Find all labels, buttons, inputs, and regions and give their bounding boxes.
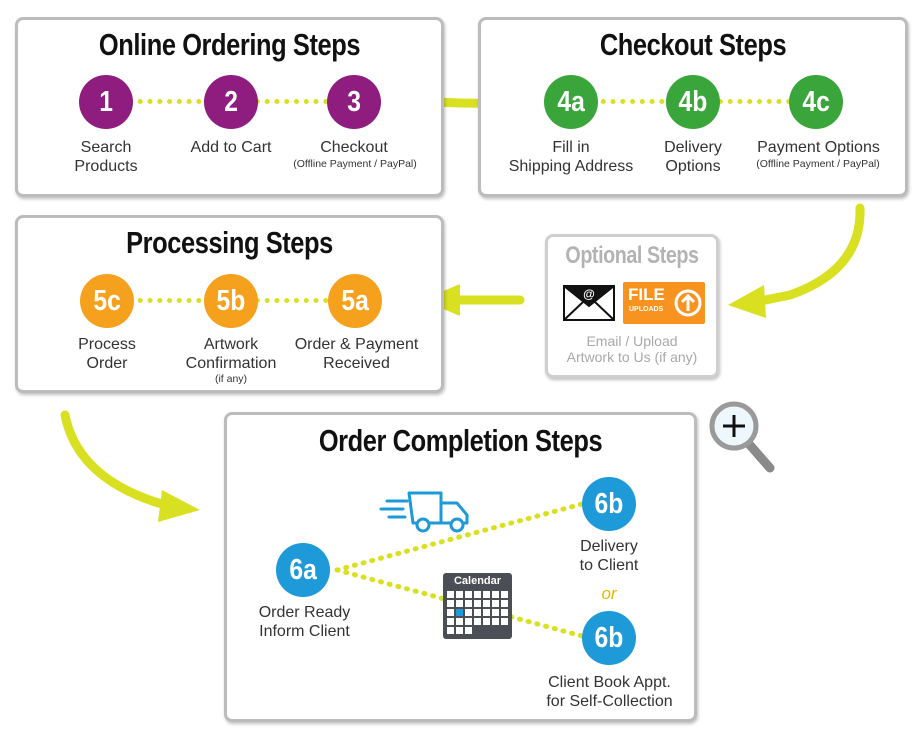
step-2-label: Add to Cart [190, 139, 272, 156]
upload-arrow-icon [674, 289, 702, 317]
step-6b-delivery-circle: 6b [582, 477, 636, 531]
email-at-symbol: @ [583, 287, 595, 301]
step-5a-label: Order & Payment Received [294, 336, 419, 372]
step-6b-delivery-label: Delivery to Client [579, 538, 639, 574]
online-ordering-title: Online Ordering Steps [98, 27, 361, 62]
step-4c-note: (Offline Payment / PayPal) [756, 158, 880, 170]
file-upload-icon: FILE UPLOADS [623, 282, 705, 324]
or-label: or [601, 584, 617, 603]
delivery-truck-icon [379, 487, 474, 535]
step-3-note: (Offline Payment / PayPal) [293, 158, 417, 170]
completion-box: Order Completion Steps Calendar [224, 412, 697, 722]
arrow-checkout-to-optional [728, 203, 865, 318]
step-6b-collection-circle: 6b [582, 611, 636, 665]
optional-label: Email / Upload Artwork to Us (if any) [566, 333, 698, 365]
step-6a-circle: 6a [276, 543, 330, 597]
calendar-icon: Calendar [443, 573, 512, 639]
step-4b-circle: 4b [666, 75, 720, 129]
calendar-grid [447, 591, 508, 634]
optional-title: Optional Steps [565, 242, 699, 269]
completion-title: Order Completion Steps [318, 423, 603, 458]
step-3-circle: 3 [327, 75, 381, 129]
step-6b-collection-label: Client Book Appt. for Self-Collection [546, 674, 673, 710]
step-4a-label: Fill in Shipping Address [508, 139, 634, 175]
step-6a-label: Order Ready Inform Client [258, 604, 351, 640]
file-badge-main: FILE [628, 285, 665, 304]
checkout-box: Checkout Steps 4a 4b 4c Fill in Shipping… [478, 17, 908, 197]
step-5b-label: Artwork Confirmation [185, 336, 277, 372]
processing-title: Processing Steps [126, 225, 333, 260]
file-badge-sub: UPLOADS [629, 306, 664, 313]
step-1-label: Search Products [74, 139, 138, 175]
step-4b-label: Delivery Options [664, 139, 722, 175]
step-2-circle: 2 [204, 75, 258, 129]
checkout-title: Checkout Steps [599, 27, 787, 62]
step-4c-label: Payment Options [757, 139, 880, 156]
arrow-processing-to-completion [60, 410, 200, 522]
step-3-label: Checkout [320, 139, 388, 156]
optional-box: Optional Steps @ FILE UPLOADS Email / Up… [545, 234, 719, 378]
calendar-label: Calendar [453, 575, 502, 587]
magnifier-plus-icon[interactable] [706, 398, 778, 476]
step-5a-circle: 5a [328, 274, 382, 328]
step-4c-circle: 4c [789, 75, 843, 129]
step-4a-circle: 4a [544, 75, 598, 129]
step-1-circle: 1 [79, 75, 133, 129]
step-5b-note: (if any) [214, 373, 248, 385]
envelope-icon: @ [563, 282, 615, 322]
processing-box: Processing Steps 5c 5b 5a Process Order … [15, 215, 444, 393]
step-5c-label: Process Order [78, 336, 136, 372]
online-ordering-box: Online Ordering Steps 1 2 3 Search Produ… [15, 17, 444, 197]
step-5b-circle: 5b [204, 274, 258, 328]
step-5c-circle: 5c [80, 274, 134, 328]
